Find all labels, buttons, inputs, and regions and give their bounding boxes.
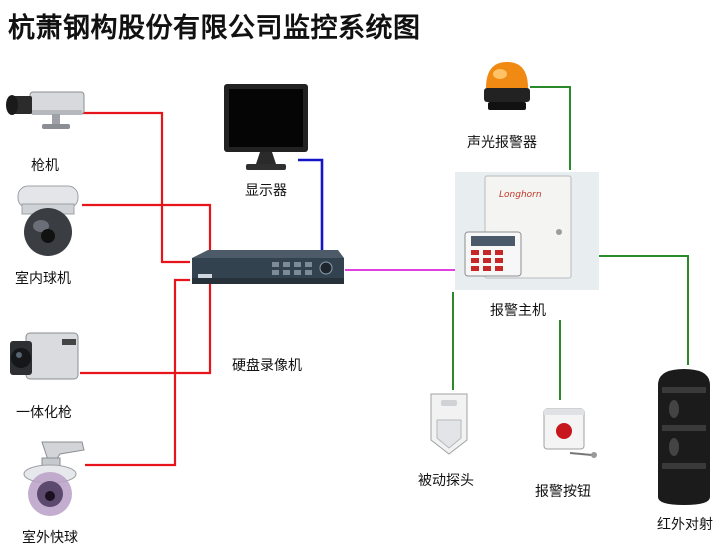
alarm-host-label: 报警主机 xyxy=(490,303,546,319)
gun-camera-label: 枪机 xyxy=(31,158,59,174)
pir-detector-icon xyxy=(430,393,468,455)
ir-beam-label: 红外对射 xyxy=(657,517,713,533)
monitor-label: 显示器 xyxy=(245,183,287,199)
integrated-camera-icon xyxy=(10,332,79,380)
alarm-panel-brand: Longhorn xyxy=(499,190,542,200)
strobe-siren-label: 声光报警器 xyxy=(467,135,537,151)
alarm-cable-strobe xyxy=(530,86,571,170)
dvr-label: 硬盘录像机 xyxy=(232,358,302,374)
video-cable-integrated-camera xyxy=(80,280,212,375)
indoor-dome-label: 室内球机 xyxy=(15,271,71,287)
outdoor-dome-camera-icon xyxy=(23,441,85,516)
alarm-host-device: Longhorn xyxy=(455,172,599,290)
video-cables xyxy=(80,111,212,467)
monitor-icon xyxy=(224,84,308,170)
page-title: 杭萧钢构股份有限公司监控系统图 xyxy=(8,13,421,44)
dvr-icon xyxy=(192,250,344,284)
vga-cable-monitor xyxy=(298,158,324,250)
panic-button-icon xyxy=(543,408,597,458)
alarm-cables xyxy=(452,86,689,400)
ir-beam-detector-icon xyxy=(658,369,710,505)
indoor-dome-camera-icon xyxy=(17,185,79,256)
alarm-host-icon xyxy=(455,172,599,290)
gun-camera-icon xyxy=(6,91,85,129)
alarm-cable-ir-beam xyxy=(598,255,689,365)
strobe-siren-icon xyxy=(484,62,530,110)
video-cable-gun-camera xyxy=(80,111,190,264)
video-cable-outdoor-dome xyxy=(85,278,190,467)
video-cable-indoor-dome xyxy=(82,203,212,262)
panic-button-label: 报警按钮 xyxy=(535,484,591,500)
integrated-camera-label: 一体化枪 xyxy=(16,405,72,421)
pir-detector-label: 被动探头 xyxy=(418,473,474,489)
outdoor-dome-label: 室外快球 xyxy=(22,530,78,546)
